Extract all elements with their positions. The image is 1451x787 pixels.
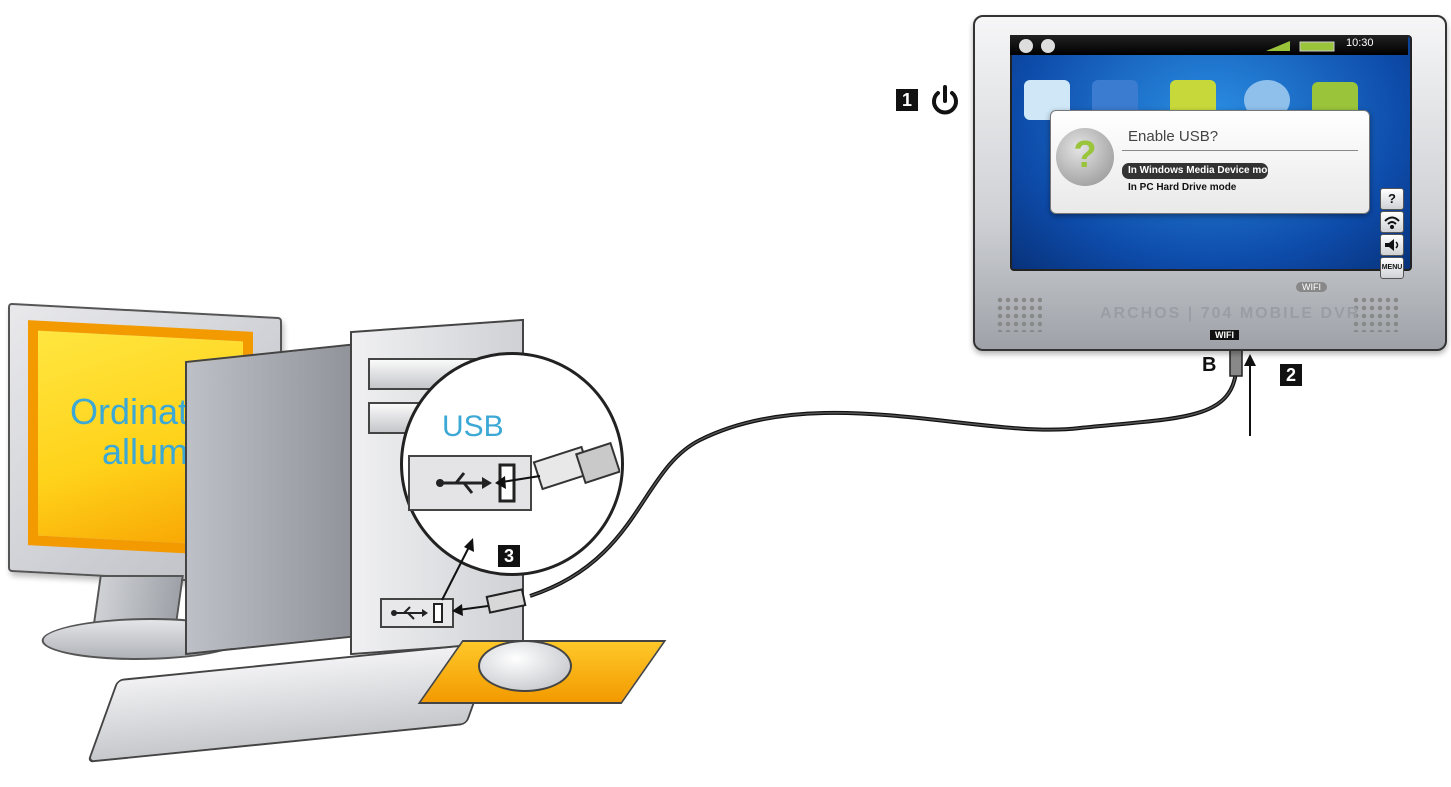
wifi-label: WIFI: [1210, 330, 1239, 340]
speaker-grill-left: [996, 296, 1042, 332]
usb-label: USB: [442, 410, 504, 443]
device-brand: ARCHOS | 704 MOBILE DVR: [1100, 305, 1361, 322]
question-icon: ?: [1056, 128, 1114, 186]
volume-button[interactable]: [1380, 234, 1404, 256]
speaker-grill-right: [1352, 296, 1398, 332]
wifi-indicator-label: WIFI: [1296, 282, 1327, 292]
connector-b-label: B: [1202, 354, 1217, 376]
help-button[interactable]: ?: [1380, 188, 1404, 210]
battery-icon: [1266, 41, 1335, 52]
zoomed-usb-port: [408, 455, 532, 511]
power-icon: [932, 85, 958, 115]
status-time: 10:30: [1346, 37, 1374, 49]
step-2-badge: 2: [1280, 364, 1302, 386]
tower-usb-port: [380, 598, 454, 628]
wifi-icon: [1384, 216, 1400, 229]
usb-symbol-icon: [391, 603, 443, 623]
usb-symbol-icon: [436, 463, 516, 503]
wifi-button[interactable]: [1380, 211, 1404, 233]
pc-hard-drive-mode-option[interactable]: In PC Hard Drive mode: [1128, 182, 1237, 193]
dialog-title: Enable USB?: [1128, 128, 1219, 145]
status-bar-left-icons: [1019, 39, 1055, 53]
menu-button[interactable]: MENU: [1380, 257, 1404, 279]
step-1-badge: 1: [896, 89, 918, 111]
speaker-icon: [1385, 239, 1399, 251]
dialog-divider: [1122, 150, 1358, 151]
step-3-badge: 3: [498, 545, 520, 567]
windows-media-device-mode-option[interactable]: In Windows Media Device mode: [1122, 163, 1268, 179]
usb-plug-icon: [532, 441, 620, 491]
mouse: [478, 640, 572, 692]
